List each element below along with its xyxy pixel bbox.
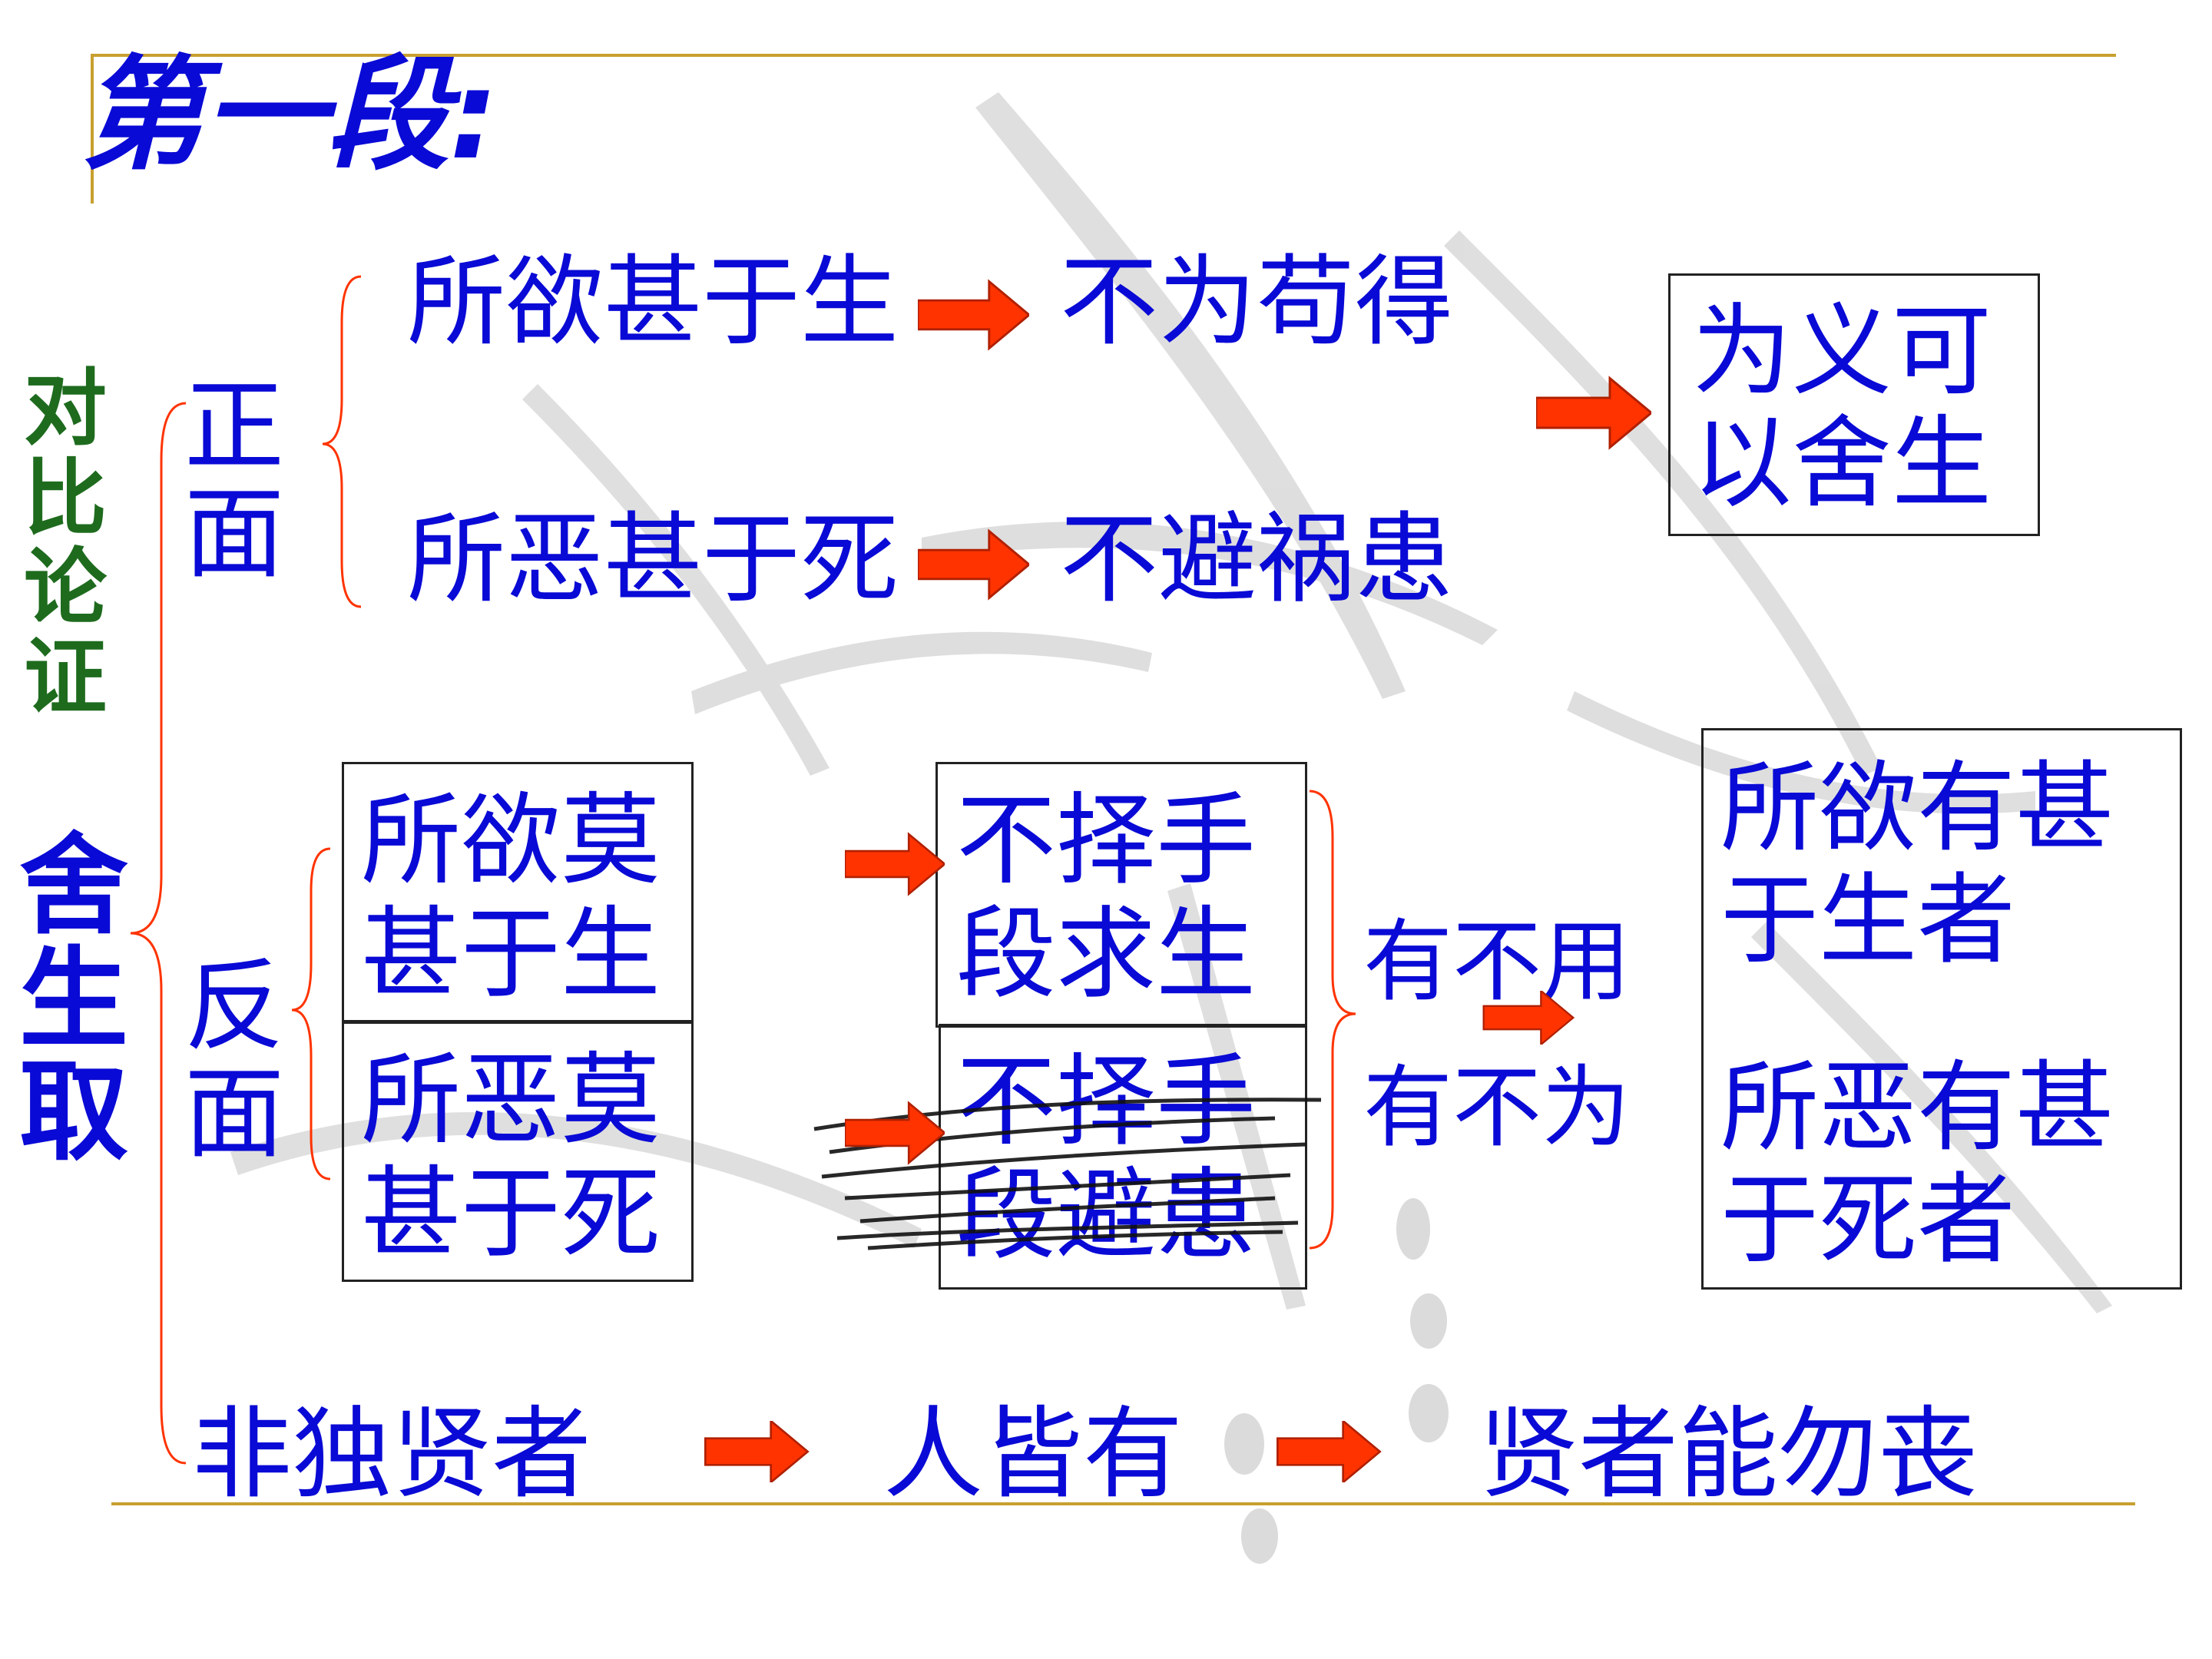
positive-bracket bbox=[322, 275, 362, 608]
contrast-argument-label: 对比论证 bbox=[23, 361, 107, 726]
positive-cause-1: 所欲甚于生 bbox=[407, 245, 899, 359]
negative-effect-box-2 bbox=[939, 1024, 1307, 1290]
negative-conclusion-box bbox=[1701, 728, 2182, 1290]
negative-cause-2: 所恶莫甚于死 bbox=[361, 1041, 661, 1273]
positive-label: 正面 bbox=[184, 368, 285, 593]
negative-bracket bbox=[291, 847, 331, 1181]
bottom-item-2: 人皆有 bbox=[883, 1396, 1184, 1512]
main-bracket bbox=[130, 402, 187, 1465]
negative-conclusion-2: 所恶有甚于死者 bbox=[1720, 1051, 2114, 1277]
bottom-item-3: 贤者能勿丧 bbox=[1479, 1396, 1979, 1512]
negative-conclusion-1: 所欲有甚于生者 bbox=[1720, 751, 2114, 978]
negative-cause-box-1 bbox=[342, 762, 694, 1024]
positive-conclusion: 为义可以舍生 bbox=[1692, 293, 1992, 522]
positive-conclusion-box bbox=[1668, 273, 2040, 536]
right-bracket bbox=[1309, 790, 1356, 1250]
arrow-negative-conclusion bbox=[1484, 991, 1574, 1045]
negative-mid-1: 有不用 bbox=[1363, 910, 1631, 1014]
arrow-bottom-2 bbox=[1277, 1421, 1379, 1482]
arrow-positive-2 bbox=[918, 529, 1029, 600]
arrow-positive-conclusion bbox=[1536, 376, 1651, 449]
negative-mid-2: 有不为 bbox=[1363, 1056, 1631, 1160]
positive-cause-2: 所恶甚于死 bbox=[407, 502, 899, 617]
page-title: 第一段: bbox=[81, 43, 498, 187]
bottom-item-1: 非独贤者 bbox=[192, 1396, 592, 1512]
positive-effect-1: 不为苟得 bbox=[1060, 245, 1454, 359]
negative-label: 反面 bbox=[184, 948, 285, 1173]
positive-effect-2: 不避祸患 bbox=[1060, 502, 1454, 617]
negative-cause-1: 所欲莫甚于生 bbox=[361, 782, 661, 1013]
arrow-negative-1 bbox=[845, 833, 945, 896]
arrow-positive-1 bbox=[918, 280, 1029, 350]
negative-effect-1: 不择手段求生 bbox=[956, 782, 1257, 1013]
negative-cause-box-2 bbox=[342, 1020, 694, 1282]
negative-effect-box-1 bbox=[935, 762, 1307, 1028]
main-thesis-label: 舍生取 bbox=[19, 823, 128, 1177]
arrow-negative-2 bbox=[845, 1101, 945, 1164]
arrow-bottom-1 bbox=[705, 1421, 807, 1482]
